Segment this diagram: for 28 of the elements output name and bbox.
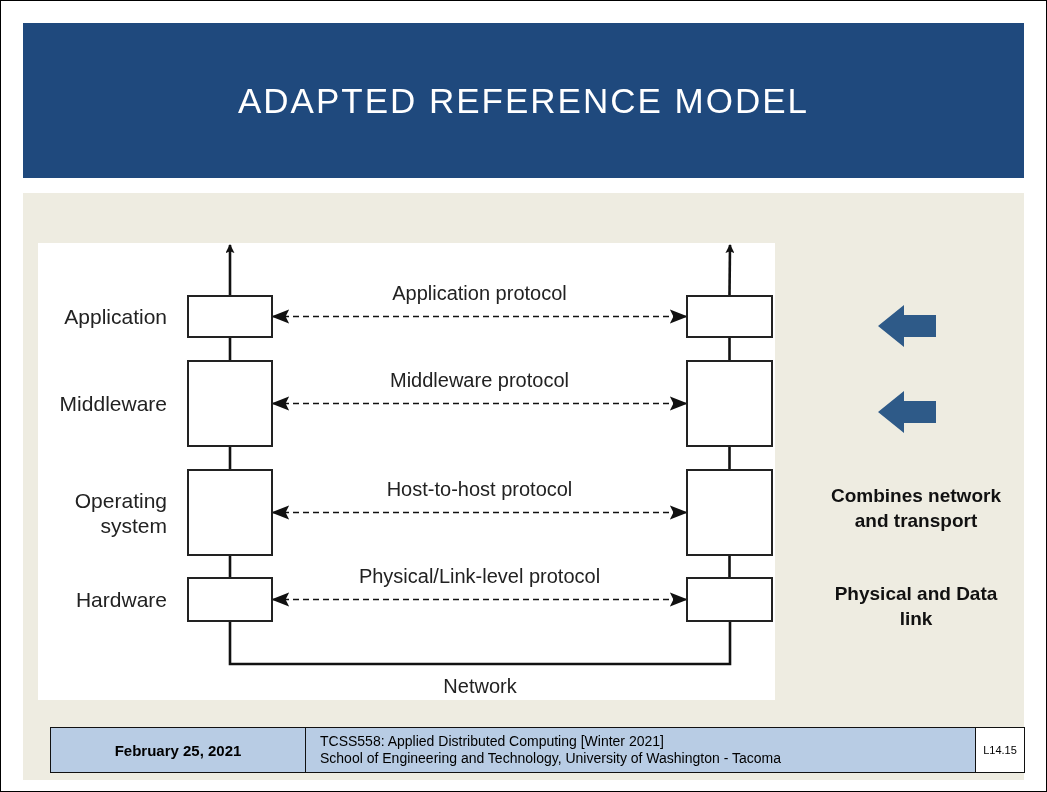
layer-label: Hardware — [74, 587, 167, 613]
footer-date: February 25, 2021 — [50, 727, 306, 773]
layer-label: Application — [63, 304, 167, 330]
connector-line — [728, 338, 731, 360]
layer-box — [686, 577, 773, 622]
arrow — [725, 244, 735, 295]
layer-label: Operating system — [73, 487, 167, 538]
connector-line — [228, 622, 732, 666]
connector-line — [228, 556, 232, 577]
layer-box — [187, 360, 273, 447]
layer-label: Middleware — [58, 391, 167, 417]
layer-box — [187, 469, 273, 556]
side-note: Combines network and transport — [830, 484, 1002, 533]
layer-box — [686, 360, 773, 447]
layer-box — [686, 295, 773, 338]
layer-box — [187, 577, 273, 622]
slide-number: L14.15 — [975, 727, 1025, 773]
connector-line — [228, 447, 232, 469]
layer-box — [686, 469, 773, 556]
arrow — [225, 244, 235, 295]
connector-line — [228, 338, 232, 360]
footer-text: TCSS558: Applied Distributed Computing [Winter 2021] — [320, 733, 664, 750]
side-note: Physical and Data link — [833, 582, 999, 631]
layer-box — [187, 295, 273, 338]
footer-text: School of Engineering and Technology, University of Washington - Tacoma — [320, 750, 781, 767]
connector-line — [728, 556, 731, 577]
title-banner: ADAPTED REFERENCE MODEL — [23, 23, 1024, 178]
connector-line — [728, 447, 731, 469]
